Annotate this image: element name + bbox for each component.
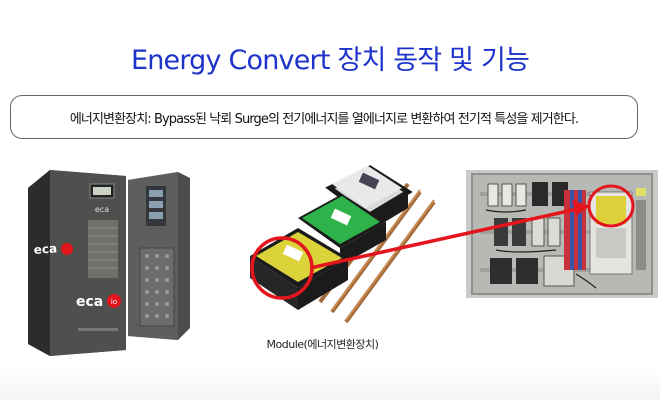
module-caption: Module(에너지변환장치) bbox=[266, 338, 379, 351]
unit-top-logo: eca bbox=[95, 205, 109, 214]
product-unit-image: eca eca eca io bbox=[28, 170, 190, 356]
page-title: Energy Convert 장치 동작 및 기능 bbox=[130, 45, 530, 76]
description-box: 에너지변환장치: Bypass된 낙뢰 Surge의 전기에너지를 열에너지로 … bbox=[10, 95, 638, 139]
description-text: 에너지변환장치: Bypass된 낙뢰 Surge의 전기에너지를 열에너지로 … bbox=[69, 111, 579, 127]
bottom-strip bbox=[0, 368, 660, 400]
panel-image bbox=[466, 170, 658, 298]
module-image bbox=[250, 165, 436, 324]
unit-front-logo-suffix: io bbox=[111, 298, 117, 306]
svg-text:eca: eca bbox=[33, 241, 57, 257]
unit-front-logo: eca bbox=[76, 294, 103, 310]
